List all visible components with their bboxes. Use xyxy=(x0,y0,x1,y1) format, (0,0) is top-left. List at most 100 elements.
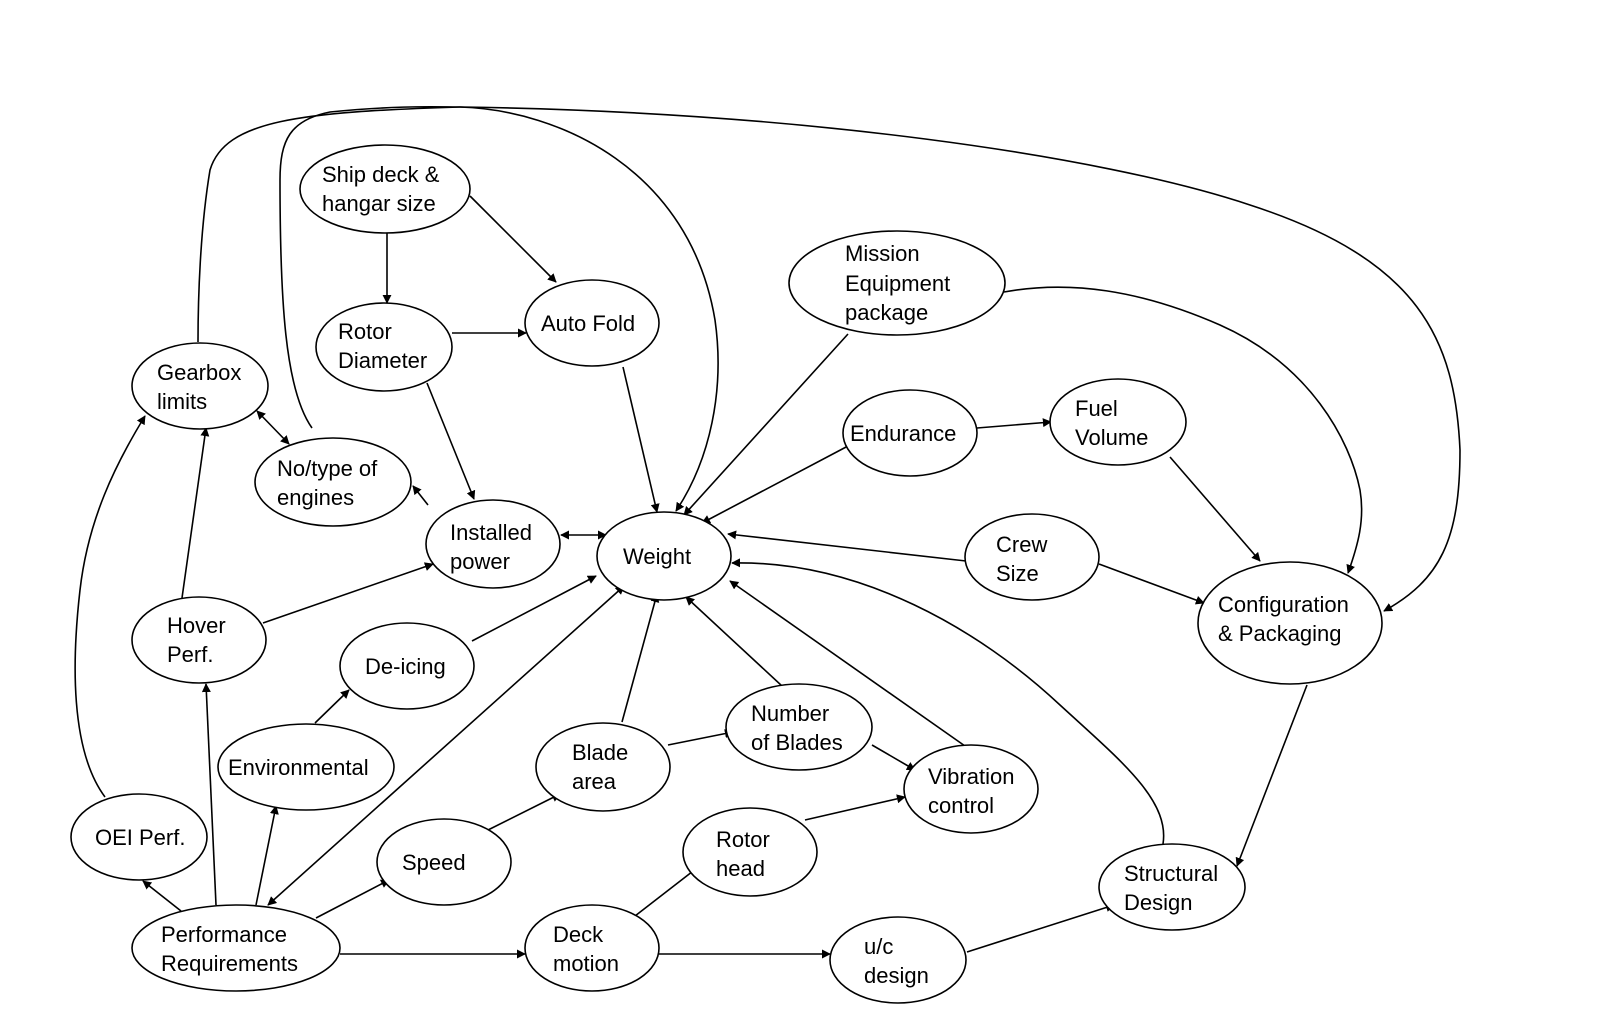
node-uc-design-line2: design xyxy=(864,963,929,988)
node-hover-perf-shape xyxy=(131,596,267,684)
edge-deckmotion-rotorhead xyxy=(634,867,698,917)
edge-structural-weight xyxy=(731,558,1165,845)
node-crew-size-shape xyxy=(964,513,1100,601)
node-speed: Speed xyxy=(376,818,512,906)
node-configuration: Configuration & Packaging xyxy=(1197,561,1383,685)
node-rotor-diameter-line2: Diameter xyxy=(338,348,427,373)
node-hover-perf: Hover Perf. xyxy=(131,596,267,684)
node-fuel-volume-line2: Volume xyxy=(1075,425,1148,450)
node-blade-area-line1: Blade xyxy=(572,740,628,765)
node-deck-motion-line2: motion xyxy=(553,951,619,976)
node-weight-shape xyxy=(596,511,732,601)
node-auto-fold: Auto Fold xyxy=(524,279,660,367)
edge-mission-weight xyxy=(683,333,849,516)
node-rotor-diameter-shape xyxy=(315,302,453,392)
node-uc-design-shape xyxy=(829,916,967,1004)
node-number-blades-line1: Number xyxy=(751,701,829,726)
node-number-blades-line2: of Blades xyxy=(751,730,843,755)
node-weight-line1: Weight xyxy=(623,544,691,569)
node-configuration-shape xyxy=(1197,561,1383,685)
edge-mission-configuration xyxy=(1003,286,1363,574)
node-structural-design-line2: Design xyxy=(1124,890,1192,915)
edge-perf-oei xyxy=(142,880,182,912)
node-deck-motion: Deck motion xyxy=(524,904,660,992)
node-ship-deck: Ship deck & hangar size xyxy=(299,144,471,234)
node-fuel-volume: Fuel Volume xyxy=(1049,378,1187,466)
edge-hover-gearbox xyxy=(181,427,210,599)
node-de-icing-line1: De-icing xyxy=(365,654,446,679)
edge-rotordiameter-installedpower xyxy=(426,382,476,500)
node-uc-design: u/c design xyxy=(829,916,967,1004)
edge-crew-weight xyxy=(727,530,967,562)
edge-crew-configuration xyxy=(1098,563,1205,605)
node-performance-req-shape xyxy=(131,904,341,992)
node-uc-design-line1: u/c xyxy=(864,934,893,959)
node-gearbox-line2: limits xyxy=(157,389,207,414)
node-crew-size: Crew Size xyxy=(964,513,1100,601)
node-hover-perf-line2: Perf. xyxy=(167,642,213,667)
node-configuration-line1: Configuration xyxy=(1218,592,1349,617)
node-performance-req: Performance Requirements xyxy=(131,904,341,992)
node-vibration-control-shape xyxy=(903,744,1039,834)
edge-configuration-structural xyxy=(1235,684,1308,867)
node-engines-shape xyxy=(254,437,412,527)
node-structural-design: Structural Design xyxy=(1098,843,1246,931)
node-gearbox-line1: Gearbox xyxy=(157,360,241,385)
node-ship-deck-line2: hangar size xyxy=(322,191,436,216)
node-vibration-control-line2: control xyxy=(928,793,994,818)
node-rotor-head-line2: head xyxy=(716,856,765,881)
node-engines-line1: No/type of xyxy=(277,456,378,481)
node-endurance-line1: Endurance xyxy=(850,421,956,446)
node-vibration-control-line1: Vibration xyxy=(928,764,1014,789)
node-performance-req-line2: Requirements xyxy=(161,951,298,976)
node-weight: Weight xyxy=(596,511,732,601)
edge-blade-numblades xyxy=(667,729,734,746)
edge-numblades-weight xyxy=(685,596,783,687)
edge-hover-installedpower xyxy=(262,562,434,624)
node-de-icing: De-icing xyxy=(339,622,475,710)
edge-numblades-vibration xyxy=(871,744,916,771)
node-oei-perf-shape xyxy=(70,793,208,881)
node-blade-area-line2: area xyxy=(572,769,617,794)
edge-gearbox-top-curve xyxy=(197,106,461,343)
node-mission-equipment-line3: package xyxy=(845,300,928,325)
node-speed-line1: Speed xyxy=(402,850,466,875)
edge-autofold-weight xyxy=(622,366,660,513)
node-blade-area-shape xyxy=(535,722,671,812)
node-installed-power-shape xyxy=(425,499,561,589)
edge-top-to-weight xyxy=(459,106,719,512)
edge-endurance-fuel xyxy=(976,418,1052,429)
edge-environmental-deicing xyxy=(314,689,350,724)
node-mission-equipment: Mission Equipment package xyxy=(788,230,1006,336)
node-environmental-line1: Environmental xyxy=(228,755,369,780)
node-environmental-shape xyxy=(217,723,395,811)
edge-perf-hover xyxy=(201,683,217,906)
edge-vibration-weight xyxy=(729,580,966,747)
edge-shipdeck-autofold xyxy=(469,195,557,283)
node-oei-perf: OEI Perf. xyxy=(70,793,208,881)
node-auto-fold-shape xyxy=(524,279,660,367)
edge-gearbox-engines xyxy=(256,410,290,445)
node-endurance-shape xyxy=(842,389,978,477)
edge-uc-structural xyxy=(966,903,1115,953)
edge-top-to-configuration xyxy=(459,106,1461,612)
edge-endurance-weight xyxy=(701,445,849,524)
node-rotor-diameter: Rotor Diameter xyxy=(315,302,453,392)
node-crew-size-line2: Size xyxy=(996,561,1039,586)
edge-oei-gearbox xyxy=(74,415,146,798)
node-number-blades: Number of Blades xyxy=(725,683,873,771)
edge-perf-speed xyxy=(315,879,390,919)
edge-rotorhead-vibration xyxy=(804,794,906,821)
edge-engines-top-curve xyxy=(279,105,461,429)
node-speed-shape xyxy=(376,818,512,906)
node-ship-deck-shape xyxy=(299,144,471,234)
node-structural-design-shape xyxy=(1098,843,1246,931)
node-installed-power-line1: Installed xyxy=(450,520,532,545)
node-installed-power-line2: power xyxy=(450,549,510,574)
edge-perf-weight xyxy=(267,585,625,906)
node-auto-fold-line1: Auto Fold xyxy=(541,311,635,336)
node-ship-deck-line1: Ship deck & xyxy=(322,162,440,187)
node-deck-motion-shape xyxy=(524,904,660,992)
node-mission-equipment-line2: Equipment xyxy=(845,271,950,296)
